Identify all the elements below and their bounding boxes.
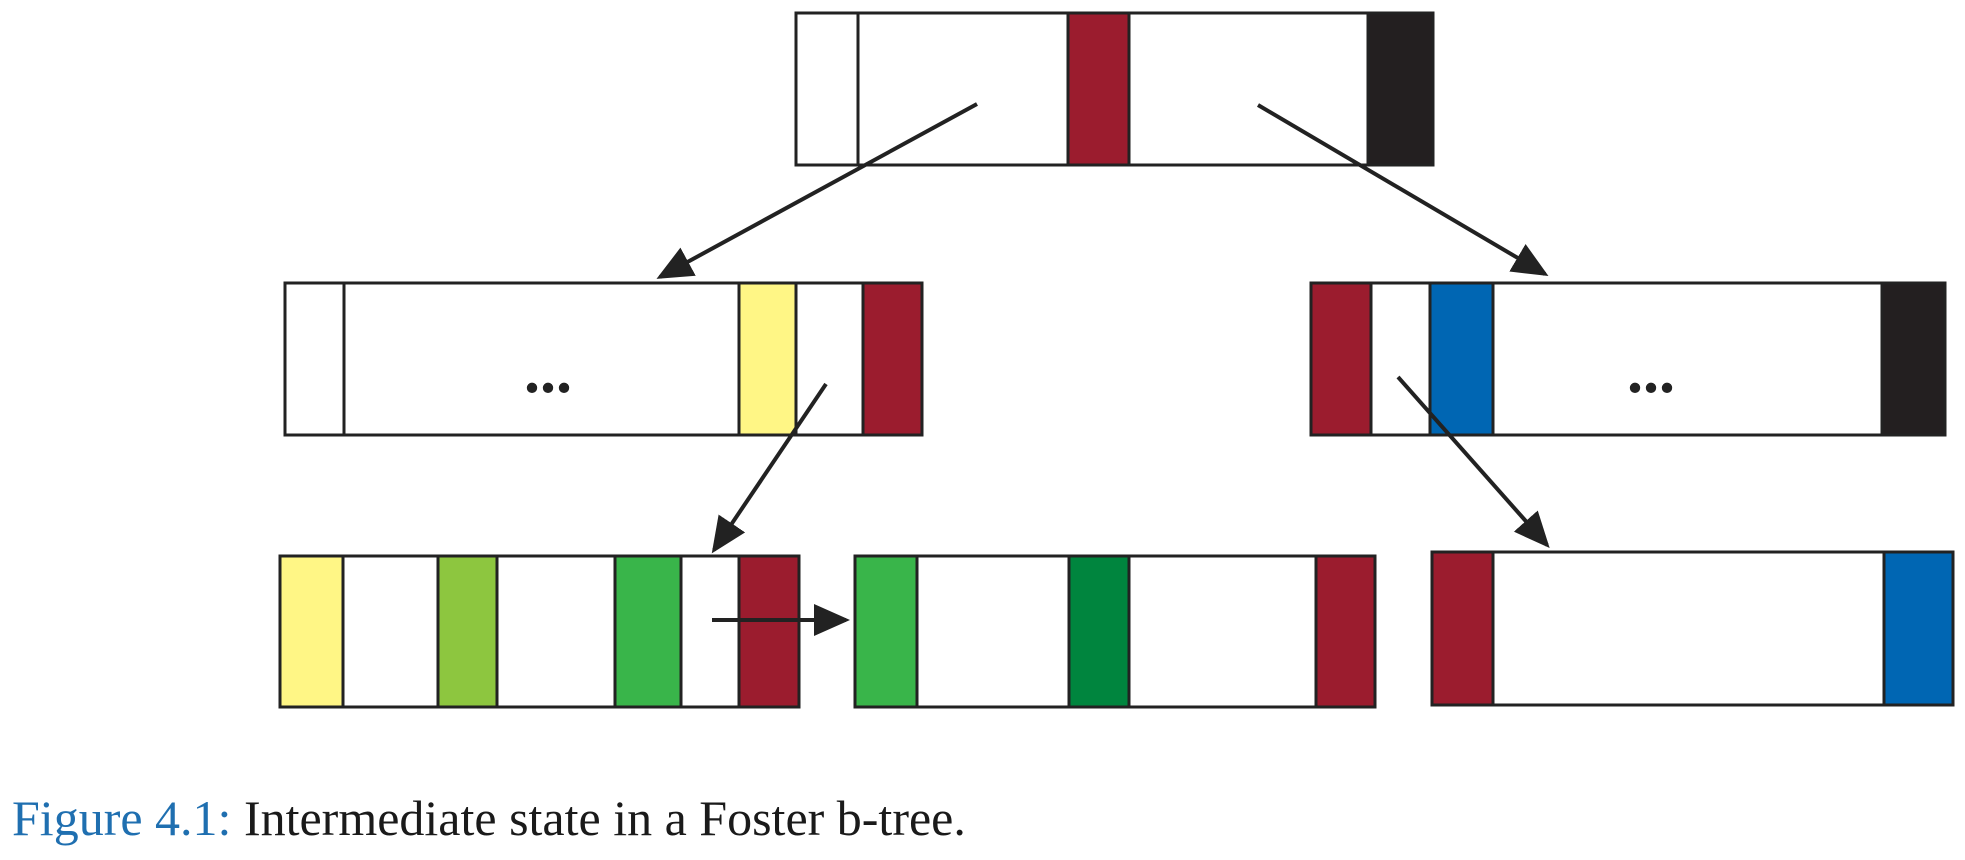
inner-left-ellipsis: ... bbox=[524, 335, 572, 406]
figure-caption-text: Intermediate state in a Foster b-tree. bbox=[231, 790, 966, 846]
inner-right-slot-blue bbox=[1428, 281, 1495, 437]
leaf-1-slot-dark-red bbox=[737, 554, 801, 709]
leaf-node-1 bbox=[278, 554, 801, 709]
foster-btree-diagram: ... ... bbox=[278, 11, 1955, 709]
root-node bbox=[794, 11, 1435, 167]
figure-caption: Figure 4.1: Intermediate state in a Fost… bbox=[12, 788, 966, 848]
inner-right-node: ... bbox=[1309, 281, 1947, 437]
inner-right-slot-dark-red bbox=[1309, 281, 1373, 437]
inner-right-to-leaf-3-arrow bbox=[1396, 375, 1550, 548]
inner-left-slot-dark-red bbox=[861, 281, 924, 437]
inner-left-node: ... bbox=[283, 281, 924, 437]
leaf-node-3 bbox=[1430, 550, 1955, 707]
leaf-2-slot-dark-green bbox=[1067, 554, 1131, 709]
inner-left-slot-yellow bbox=[737, 281, 798, 437]
leaf-3-slot-blue bbox=[1882, 550, 1955, 707]
leaf-2-slot-dark-red bbox=[1314, 554, 1377, 709]
inner-right-slot-black bbox=[1880, 281, 1947, 437]
leaf-1-slot-green bbox=[613, 554, 683, 709]
root-to-inner-left-arrow bbox=[656, 102, 978, 279]
leaf-node-2 bbox=[853, 554, 1377, 709]
figure-label: Figure 4.1: bbox=[12, 790, 232, 846]
root-slot-black bbox=[1366, 11, 1435, 167]
inner-right-ellipsis: ... bbox=[1627, 335, 1675, 406]
root-slot-dark-red bbox=[1066, 11, 1131, 167]
leaf-1-slot-lime-green bbox=[436, 554, 499, 709]
leaf-1-slot-yellow bbox=[278, 554, 345, 709]
root-to-inner-right-arrow bbox=[1256, 103, 1549, 277]
leaf-2-slot-green bbox=[853, 554, 919, 709]
inner-left-to-leaf-1-arrow bbox=[711, 382, 828, 554]
leaf-3-slot-dark-red bbox=[1430, 550, 1495, 707]
